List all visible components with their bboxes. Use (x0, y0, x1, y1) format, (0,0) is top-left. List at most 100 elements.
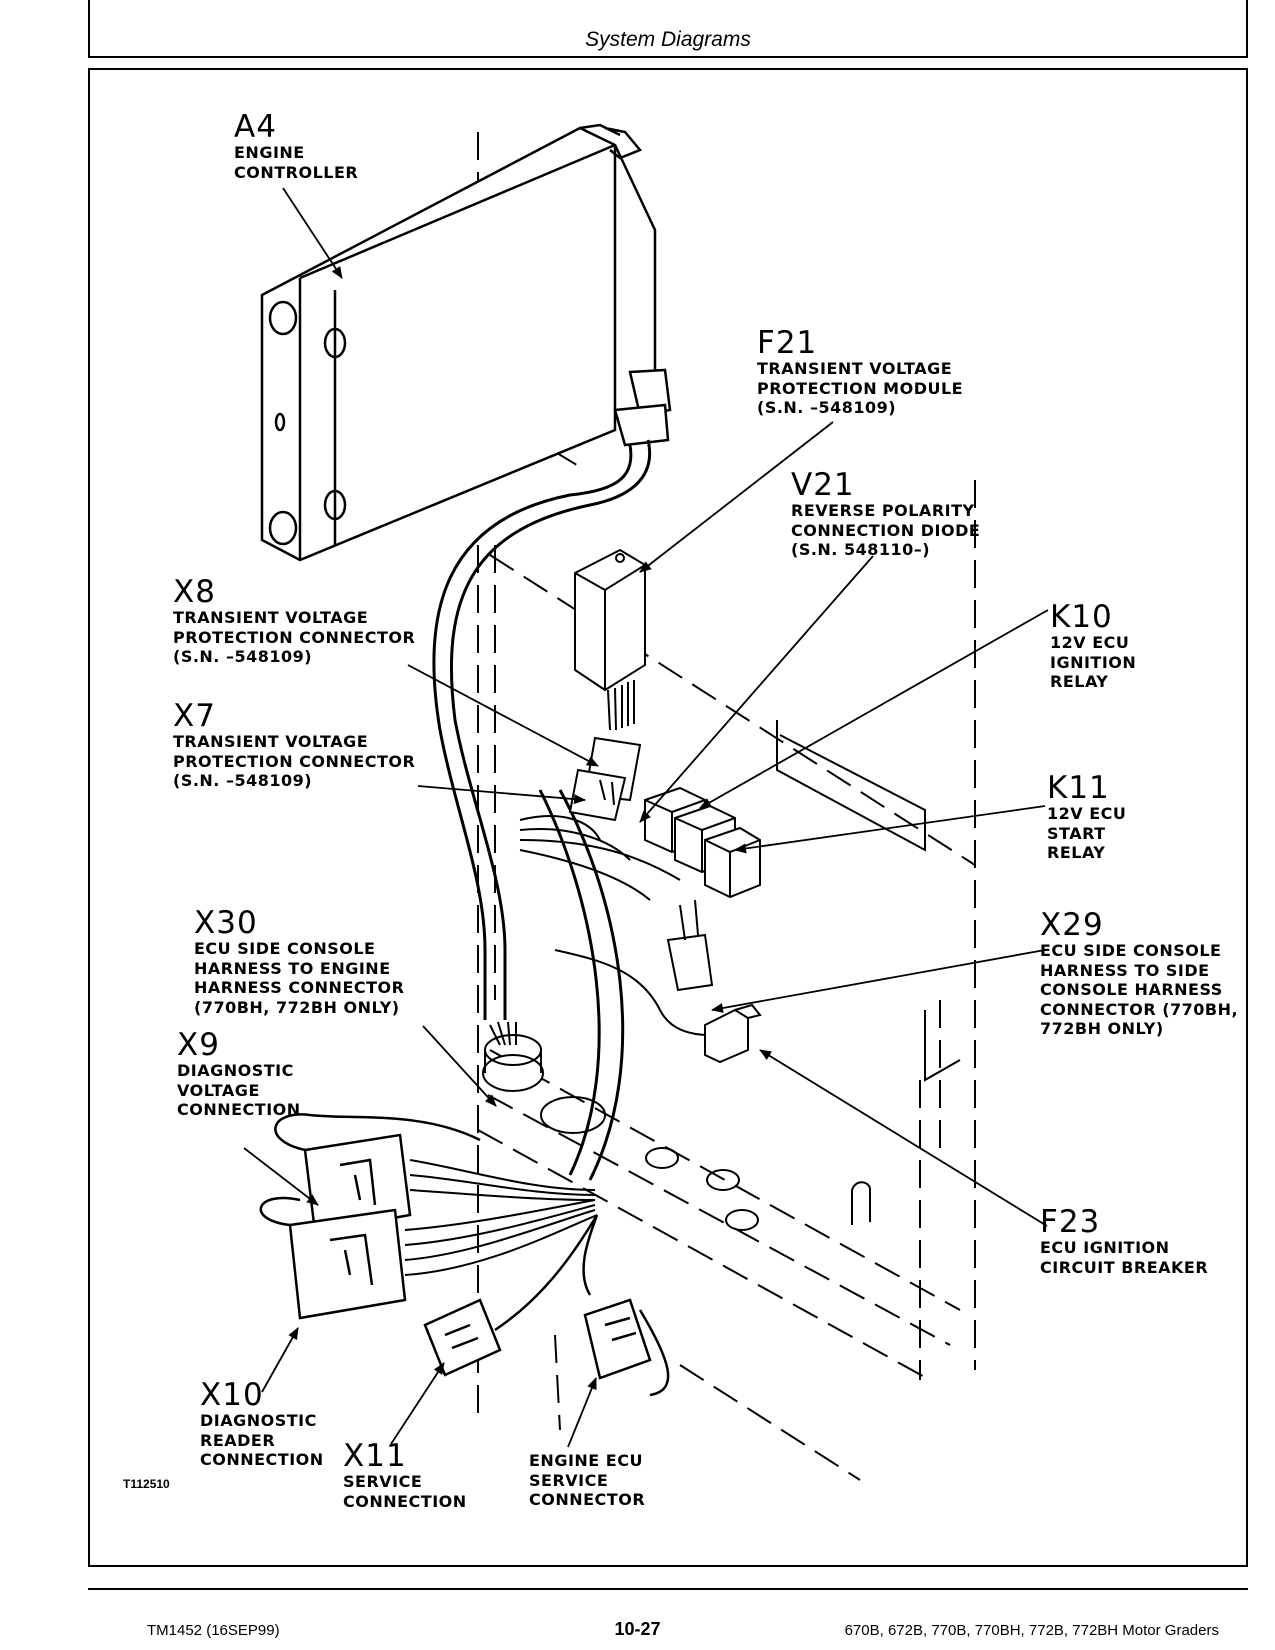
label-a4: A4 ENGINE CONTROLLER (234, 112, 358, 182)
label-f23-id: F23 (1040, 1204, 1101, 1240)
x9-connector (274, 1113, 481, 1234)
leader-v21 (639, 555, 874, 823)
label-x8-line: TRANSIENT VOLTAGE (173, 608, 369, 627)
leader-k10 (699, 609, 1049, 809)
label-x8-line: (S.N. –548109) (173, 647, 313, 666)
console-panel-dashed-7 (487, 1094, 951, 1346)
figure-id: T112510 (123, 1477, 170, 1491)
engine-ecu-service-connector (582, 1214, 670, 1397)
label-v21-id: V21 (791, 467, 855, 503)
engine-controller-a4 (260, 123, 672, 562)
label-k11-line: START (1047, 823, 1106, 843)
leader-x9 (243, 1147, 319, 1206)
label-x29: X29 ECU SIDE CONSOLE HARNESS TO SIDE CON… (1040, 910, 1238, 1039)
header-box: System Diagrams (88, 0, 1248, 58)
label-x10-id: X10 (200, 1377, 264, 1413)
label-f23-line: CIRCUIT BREAKER (1040, 1257, 1209, 1277)
figure-frame (88, 68, 1248, 1567)
x10-connector (259, 1196, 407, 1320)
label-f21-line: TRANSIENT VOLTAGE (757, 359, 953, 378)
label-x10-line: READER (200, 1430, 276, 1450)
label-x29-id: X29 (1040, 907, 1104, 943)
label-x9: X9 DIAGNOSTIC VOLTAGE CONNECTION (177, 1030, 301, 1120)
leader-engine-ecu (567, 1377, 597, 1448)
label-f23-line: ECU IGNITION (1040, 1238, 1170, 1257)
console-bracket (776, 720, 961, 1082)
label-x11: X11 SERVICE CONNECTION (343, 1441, 467, 1511)
label-a4-id: A4 (234, 109, 277, 145)
label-x9-line: VOLTAGE (177, 1080, 260, 1100)
label-k11: K11 12V ECU START RELAY (1047, 773, 1126, 863)
label-f21: F21 TRANSIENT VOLTAGE PROTECTION MODULE … (757, 328, 963, 418)
label-x30-line: ECU SIDE CONSOLE (194, 939, 376, 958)
leader-x30 (422, 1025, 497, 1107)
leader-x10 (261, 1327, 299, 1393)
footer-rule (88, 1588, 1248, 1590)
console-panel-dashed-5 (477, 1129, 931, 1381)
harness-lower-cable (558, 789, 625, 1181)
label-a4-line: CONTROLLER (234, 162, 359, 182)
label-x11-line: SERVICE (343, 1472, 423, 1491)
label-k11-id: K11 (1047, 770, 1110, 806)
label-x8-id: X8 (173, 574, 216, 610)
label-x29-line: ECU SIDE CONSOLE (1040, 941, 1222, 960)
label-a4-line: ENGINE (234, 143, 305, 162)
label-v21-line: CONNECTION DIODE (791, 520, 981, 540)
label-x8: X8 TRANSIENT VOLTAGE PROTECTION CONNECTO… (173, 577, 415, 667)
page-header-title: System Diagrams (585, 28, 751, 51)
label-x7-id: X7 (173, 698, 216, 734)
label-x7: X7 TRANSIENT VOLTAGE PROTECTION CONNECTO… (173, 701, 415, 791)
label-k10-line: 12V ECU (1050, 633, 1130, 652)
x30-connector (482, 1021, 544, 1092)
label-x7-line: (S.N. –548109) (173, 771, 313, 790)
label-f23: F23 ECU IGNITION CIRCUIT BREAKER (1040, 1207, 1208, 1277)
label-x30: X30 ECU SIDE CONSOLE HARNESS TO ENGINE H… (194, 908, 404, 1017)
label-k11-line: RELAY (1047, 843, 1106, 862)
label-x30-id: X30 (194, 905, 258, 941)
footer-models: 670B, 672B, 770B, 770BH, 772B, 772BH Mot… (844, 1622, 1219, 1639)
leader-x29 (711, 949, 1046, 1013)
label-engine-ecu-line: ENGINE ECU (529, 1451, 643, 1470)
label-x7-line: TRANSIENT VOLTAGE (173, 732, 369, 751)
leader-k11 (734, 805, 1046, 854)
label-x30-line: HARNESS CONNECTOR (194, 978, 405, 997)
label-x30-line: HARNESS TO ENGINE (194, 958, 391, 978)
label-engine-ecu-line: CONNECTOR (529, 1490, 646, 1509)
label-v21-line: (S.N. 548110–) (791, 540, 931, 559)
label-x29-line: CONNECTOR (770BH, (1040, 999, 1239, 1019)
label-f21-line: PROTECTION MODULE (757, 378, 964, 398)
console-panel-dashed-10 (679, 1364, 861, 1481)
label-x10: X10 DIAGNOSTIC READER CONNECTION (200, 1380, 324, 1470)
label-x30-line: (770BH, 772BH ONLY) (194, 997, 400, 1017)
label-x29-line: HARNESS TO SIDE (1040, 960, 1210, 980)
label-x7-line: PROTECTION CONNECTOR (173, 751, 416, 771)
label-k10-line: IGNITION (1050, 652, 1137, 672)
label-v21: V21 REVERSE POLARITY CONNECTION DIODE (S… (791, 470, 980, 560)
k10-k11-relays (644, 786, 761, 899)
label-x10-line: DIAGNOSTIC (200, 1411, 317, 1430)
label-x29-line: CONSOLE HARNESS (1040, 980, 1223, 999)
harness-main-cable (449, 439, 652, 1020)
label-v21-line: REVERSE POLARITY (791, 501, 975, 520)
console-panel-dashed-6 (489, 1049, 961, 1311)
console-panel-dashed-11 (554, 1334, 561, 1431)
x11-connector (423, 1214, 599, 1377)
label-engine-ecu-line: SERVICE (529, 1470, 609, 1490)
footer-page-number: 10-27 (614, 1619, 661, 1639)
label-k10-line: RELAY (1050, 672, 1109, 691)
leader-f21 (639, 421, 834, 573)
leader-x11 (390, 1362, 445, 1445)
f21-module (574, 548, 646, 731)
leader-x8 (407, 664, 599, 767)
leader-a4 (282, 187, 343, 279)
label-k10: K10 12V ECU IGNITION RELAY (1050, 602, 1136, 692)
label-x10-line: CONNECTION (200, 1450, 324, 1469)
label-f21-id: F21 (757, 325, 818, 361)
x8-x7-connectors (568, 736, 642, 822)
label-x8-line: PROTECTION CONNECTOR (173, 627, 416, 647)
footer-manual-id: TM1452 (16SEP99) (147, 1622, 280, 1639)
label-x11-id: X11 (343, 1438, 407, 1474)
label-f21-line: (S.N. –548109) (757, 398, 897, 417)
label-x11-line: CONNECTION (343, 1491, 467, 1511)
